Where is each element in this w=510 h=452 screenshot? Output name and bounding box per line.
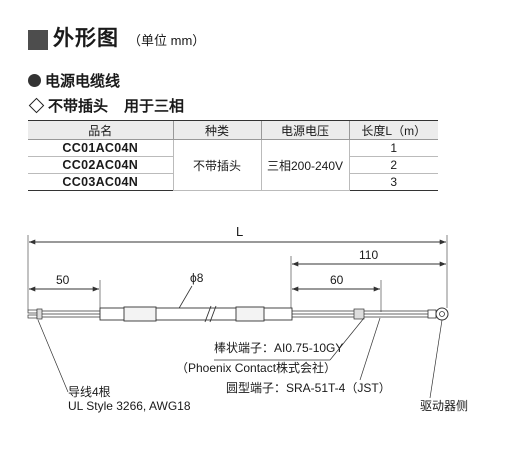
wire-label-line2: UL Style 3266, AWG18 (68, 399, 191, 413)
length-cell: 3 (348, 173, 438, 191)
driver-side-leader-line (429, 319, 443, 399)
diameter-callout: ϕ8 (177, 271, 204, 311)
type-cell: 不带插头 (172, 139, 261, 191)
header-model: 品名 (28, 120, 173, 140)
cable-body (27, 305, 449, 323)
dimension-L: L (27, 224, 448, 310)
cable-type: 不带插头 (48, 98, 109, 115)
section-heading: 电源电缆线 (28, 70, 120, 91)
header-length: 长度L（m） (348, 120, 438, 140)
dimension-50-label: 50 (56, 273, 70, 287)
header-type: 种类 (172, 120, 261, 140)
page-title: 外形图 （单位 mm） (28, 28, 205, 50)
driver-side-label: 驱动器侧 (420, 399, 468, 413)
cable-usage: 用于三相 (124, 98, 185, 115)
diameter-label: ϕ8 (190, 271, 204, 285)
dimension-110-label: 110 (359, 248, 378, 262)
title-square-icon (28, 30, 48, 50)
title-unit: （单位 mm） (128, 33, 206, 48)
length-cell: 1 (348, 139, 438, 157)
table-row: CC02AC04N 2 (28, 156, 438, 174)
terminal-label-line1: 棒状端子：AI0.75-10GY (214, 341, 343, 355)
title-text: 外形图 (53, 27, 119, 50)
dimension-50: 50 (28, 273, 101, 310)
length-cell: 2 (348, 156, 438, 174)
table-row: CC01AC04N 不带插头 三相200-240V 1 (28, 139, 438, 191)
ring-leader-line (359, 317, 381, 381)
header-voltage: 电源电压 (260, 120, 349, 140)
table-row: CC03AC04N 3 (28, 173, 438, 191)
terminal-label-line2: （Phoenix Contact株式会社） (176, 360, 336, 375)
wire-label-line1: 导线4根 (68, 385, 111, 399)
model-cell: CC03AC04N (28, 173, 173, 191)
table-header-row: 品名 种类 电源电压 长度L（m） (28, 120, 438, 140)
bullet-dot-icon (28, 74, 41, 87)
ring-terminal-label: 圆型端子：SRA-51T-4（JST） (226, 381, 391, 395)
section-subheading: 不带插头 用于三相 (28, 95, 184, 116)
wire-leader-line (37, 319, 69, 393)
model-cell: CC02AC04N (28, 156, 173, 174)
section-heading-text: 电源电缆线 (45, 73, 121, 90)
voltage-cell: 三相200-240V (260, 139, 349, 191)
dimension-60-label: 60 (330, 273, 344, 287)
spec-table: 品名 种类 电源电压 长度L（m） CC01AC04N 不带插头 三相200-2… (28, 120, 438, 191)
dimension-L-label: L (236, 224, 243, 239)
model-cell: CC01AC04N (28, 139, 173, 157)
terminal-leader-line (329, 317, 365, 361)
dimension-60: 60 (292, 273, 382, 312)
dimension-110: 110 (290, 248, 446, 312)
